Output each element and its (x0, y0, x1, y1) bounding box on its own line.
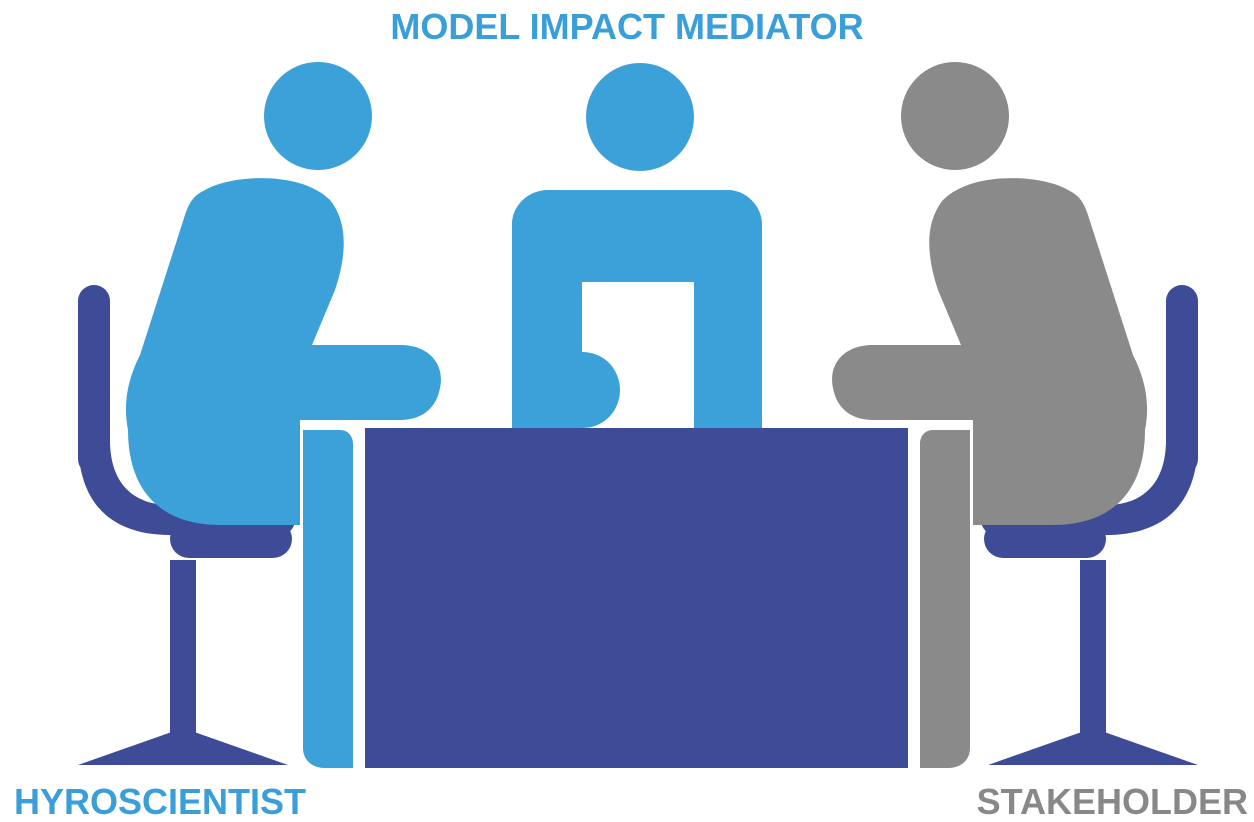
mediator-person-icon (512, 63, 762, 428)
stakeholder-person-icon (832, 62, 1148, 768)
scientist-person-icon (125, 62, 441, 768)
scientist-label: HYROSCIENTIST (14, 781, 307, 822)
stakeholder-label: STAKEHOLDER (976, 781, 1248, 822)
table-icon (365, 428, 908, 768)
mediator-label: MODEL IMPACT MEDIATOR (390, 6, 864, 47)
